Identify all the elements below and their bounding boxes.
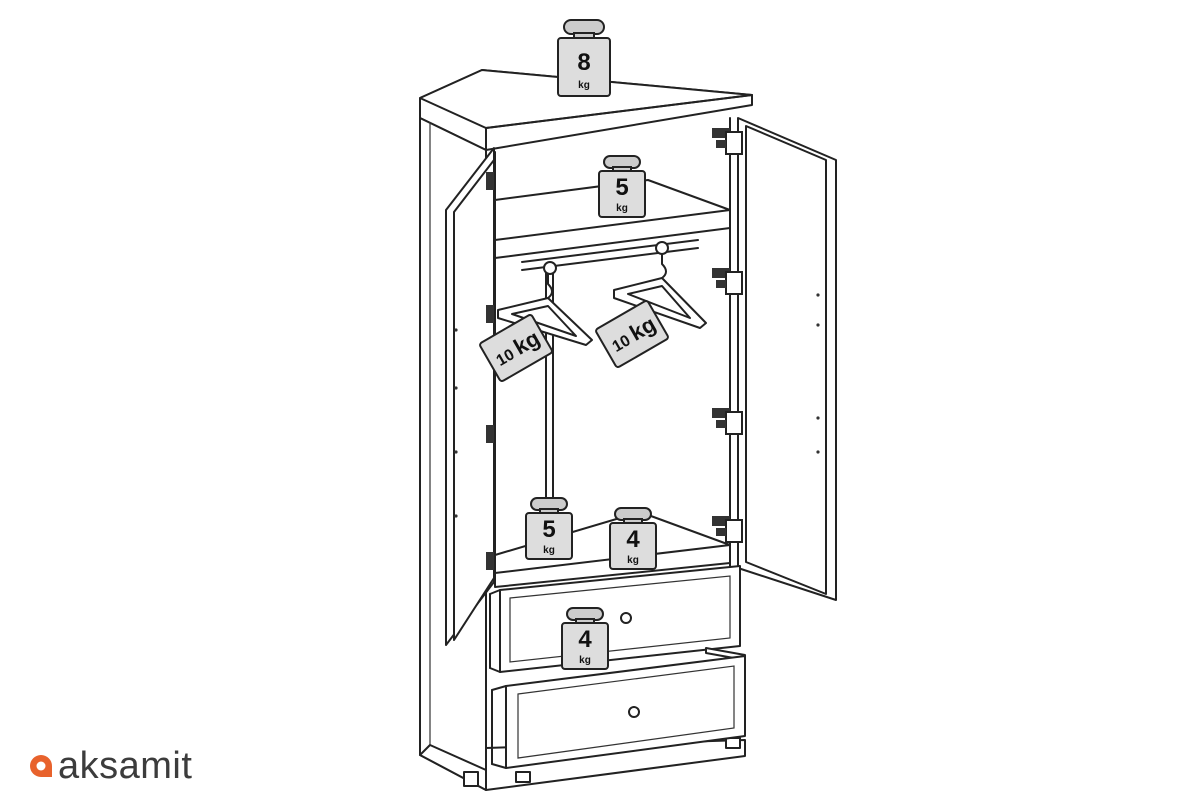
weight-unit: kg bbox=[627, 555, 639, 566]
weight-value: 4 bbox=[578, 626, 592, 653]
hanger-tag-value: 10 bbox=[610, 332, 634, 356]
weight-icon: 4 kg bbox=[561, 607, 609, 670]
weight-value: 5 bbox=[615, 174, 628, 201]
hanger-icon bbox=[497, 253, 707, 346]
weight-unit: kg bbox=[578, 80, 590, 91]
drawer-top bbox=[489, 565, 741, 673]
weight-icon: 8 kg bbox=[557, 19, 611, 97]
logo-mark-icon bbox=[30, 755, 52, 777]
weight-icon: 4 kg bbox=[609, 507, 657, 570]
weight-icon: 5 kg bbox=[525, 497, 573, 560]
weight-value: 8 bbox=[577, 49, 590, 76]
weight-unit: kg bbox=[543, 545, 555, 556]
weight-icon: 5 kg bbox=[598, 155, 646, 218]
hanger-tag-value: 10 bbox=[494, 346, 518, 370]
hanger-tag: 10 kg bbox=[595, 300, 669, 368]
right-door bbox=[737, 117, 837, 601]
handle-icon bbox=[620, 612, 640, 718]
hinge-icon bbox=[486, 128, 743, 570]
brand-logo: aksamit bbox=[26, 744, 192, 788]
hanger-tag: 10 kg bbox=[479, 314, 553, 382]
weight-unit: kg bbox=[616, 203, 628, 214]
weight-value: 5 bbox=[542, 516, 555, 543]
weight-value: 4 bbox=[626, 526, 640, 553]
brand-name: aksamit bbox=[58, 745, 193, 787]
drawer-bottom bbox=[491, 647, 746, 769]
weight-unit: kg bbox=[579, 655, 591, 666]
left-door bbox=[445, 147, 495, 646]
